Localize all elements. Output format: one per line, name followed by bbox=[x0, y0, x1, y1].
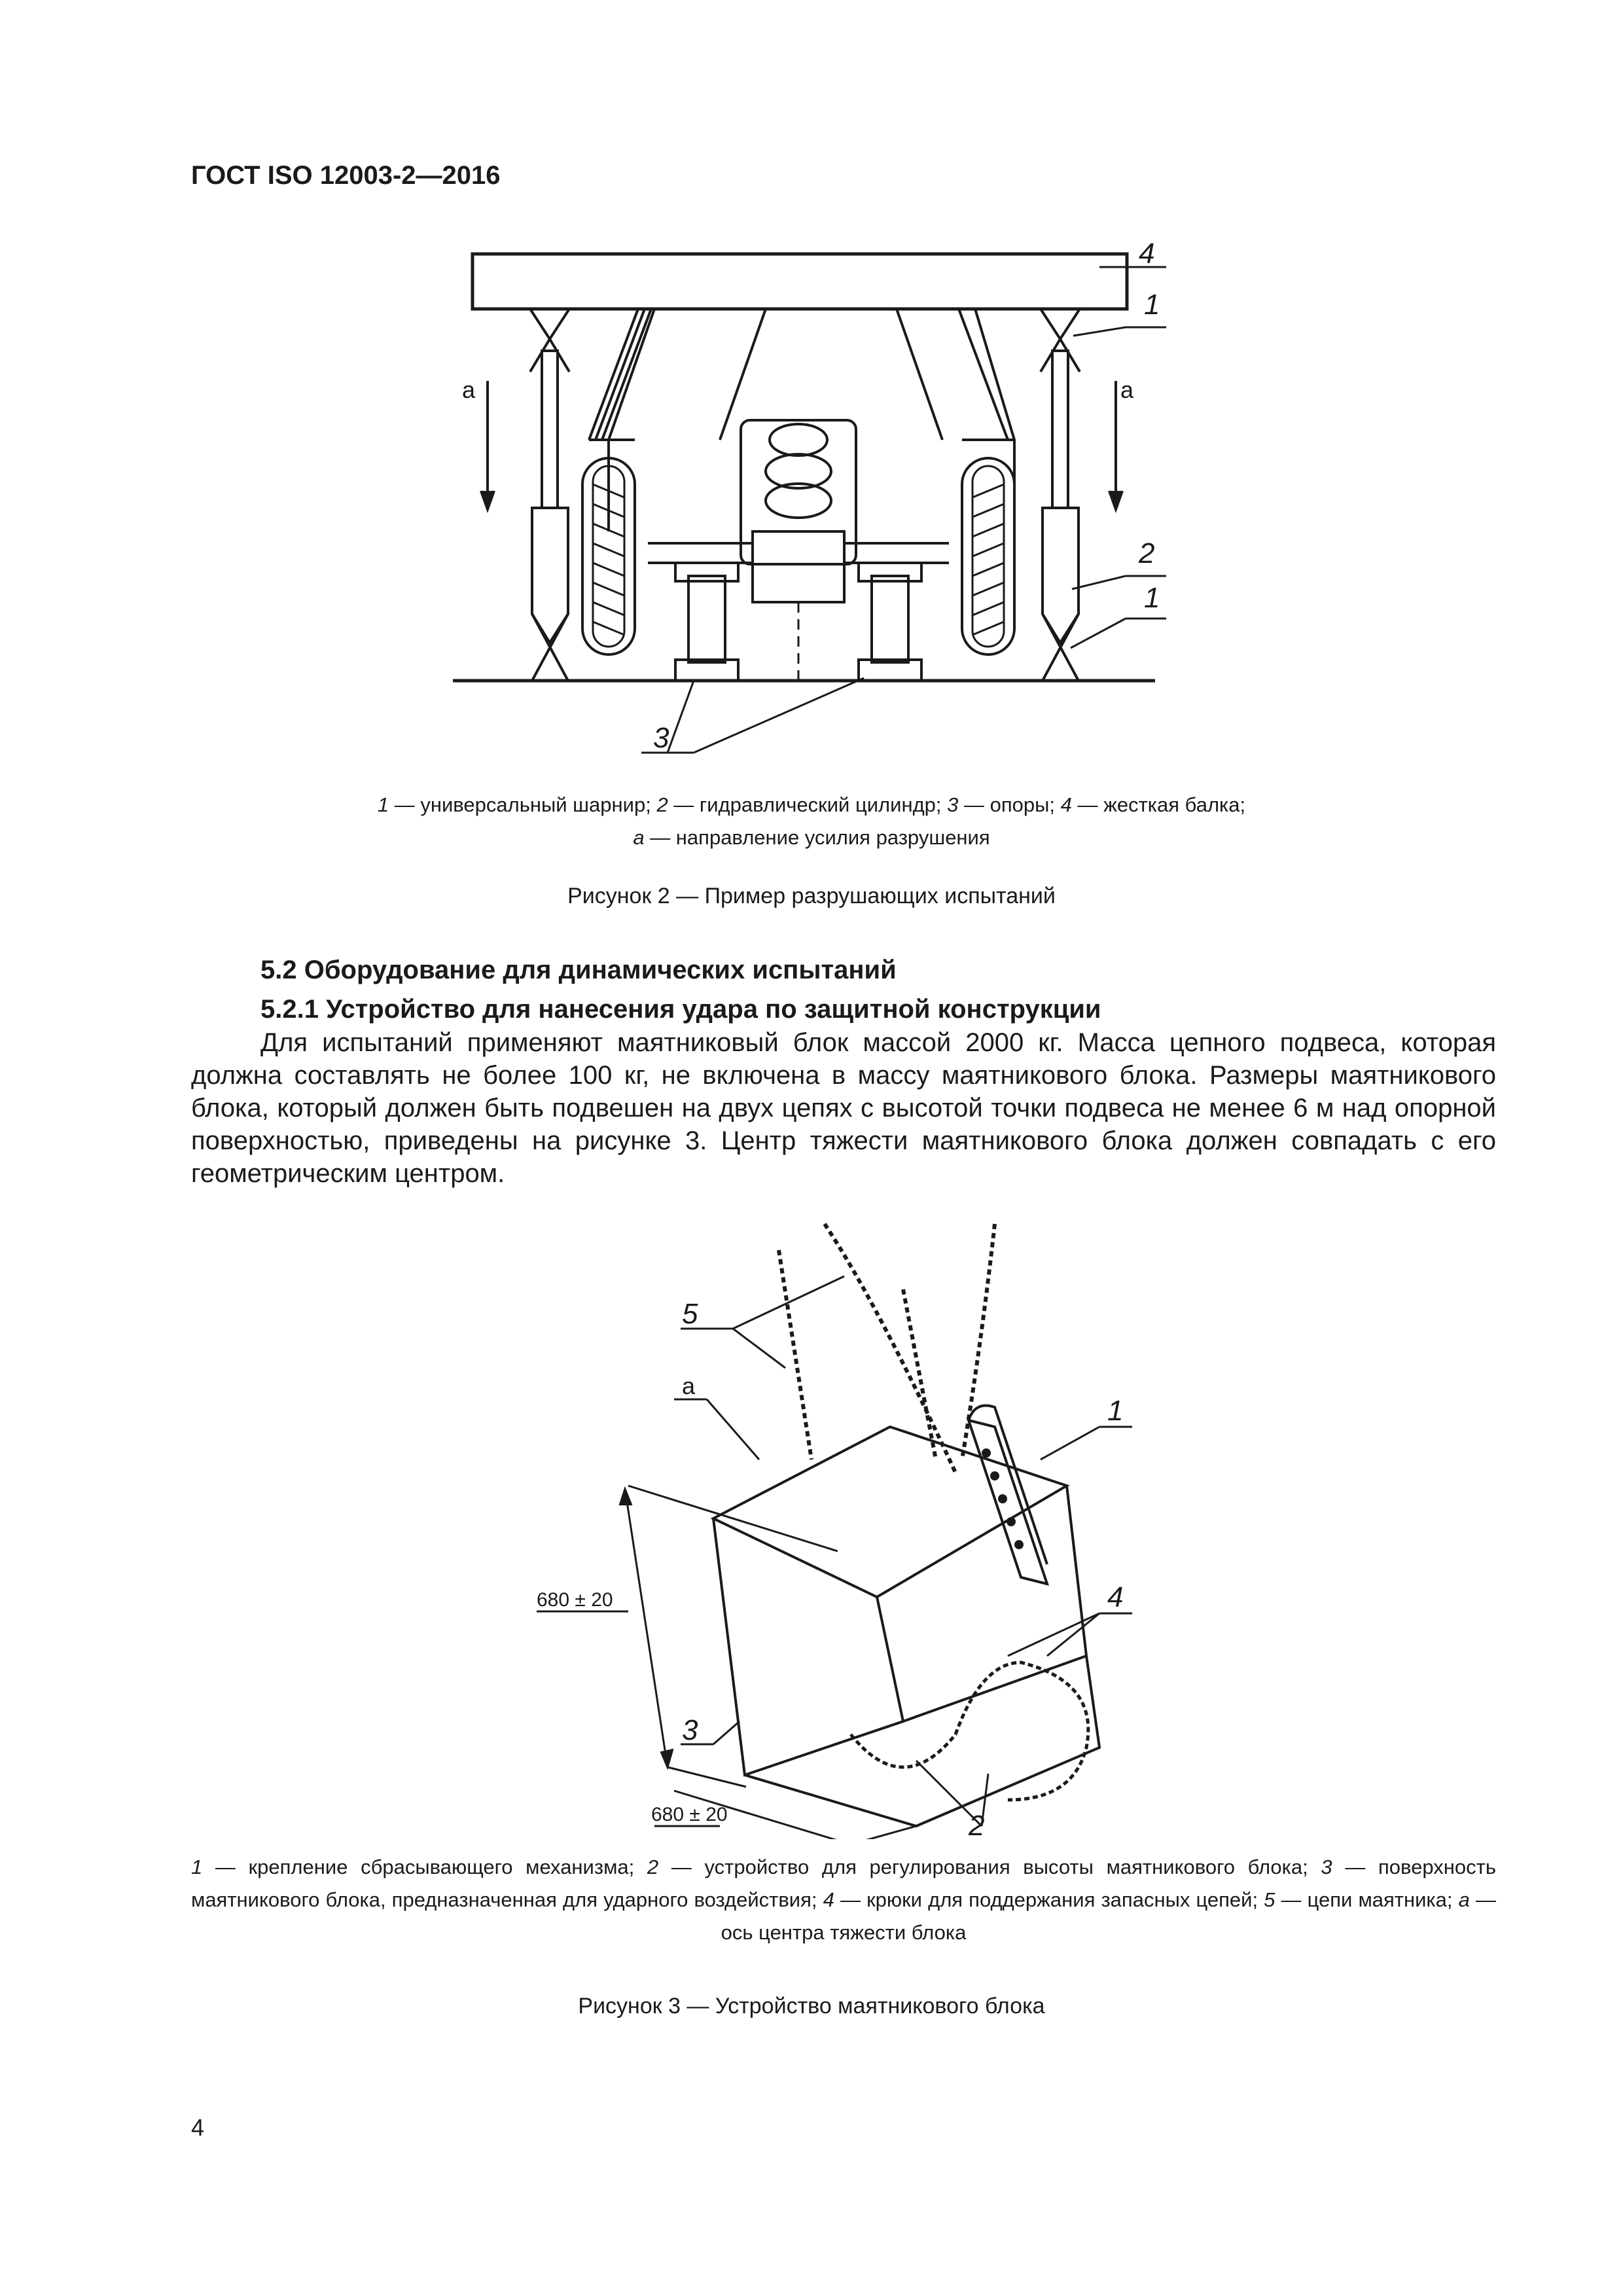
legend-text-a: — направление усилия разрушения bbox=[644, 826, 990, 849]
right-support bbox=[857, 562, 923, 682]
legend-key-2: 2 bbox=[656, 793, 668, 816]
left-wheel bbox=[581, 457, 636, 656]
fig2-callout-1-bottom: 1 bbox=[1144, 582, 1160, 614]
fig3-callout-4: 4 bbox=[1107, 1581, 1123, 1613]
legend3-key-3: 3 bbox=[1321, 1856, 1332, 1878]
legend-text-2: — гидравлический цилиндр; bbox=[668, 793, 948, 816]
legend3-key-a: a bbox=[1458, 1888, 1470, 1911]
left-support bbox=[674, 562, 740, 682]
figure-2-leaders bbox=[641, 266, 1166, 754]
legend-key-4: 4 bbox=[1060, 793, 1072, 816]
legend3-text-4: — крюки для поддержания запасных цепей; bbox=[834, 1888, 1264, 1911]
legend-key-1: 1 bbox=[377, 793, 389, 816]
dimension-height bbox=[537, 1486, 747, 1788]
figure-2-caption: Рисунок 2 — Пример разрушающих испытаний bbox=[567, 884, 1056, 908]
legend-text-3: — опоры; bbox=[958, 793, 1061, 816]
tractor-body bbox=[589, 419, 1014, 687]
fig3-callout-5: 5 bbox=[682, 1298, 698, 1330]
figure-3-legend: 1 — крепление сбрасывающего механизма; 2… bbox=[191, 1851, 1496, 1949]
legend3-key-4: 4 bbox=[823, 1888, 834, 1911]
fig3-callout-3: 3 bbox=[682, 1714, 698, 1746]
dimension-width bbox=[654, 1789, 917, 1839]
fig2-callout-2: 2 bbox=[1138, 537, 1154, 569]
section-heading-5-2: 5.2 Оборудование для динамических испыта… bbox=[260, 956, 897, 984]
release-mount bbox=[966, 1404, 1050, 1586]
figure-2-drawing: 4 1 2 1 3 a a bbox=[453, 238, 1166, 754]
legend3-text-3: — поверхность маятникового блока, предна… bbox=[191, 1856, 1497, 1911]
figure-3-caption: Рисунок 3 — Устройство маятникового блок… bbox=[578, 1994, 1045, 2018]
dimension-height-label: 680 ± 20 bbox=[537, 1589, 613, 1611]
fig2-callout-1-top: 1 bbox=[1144, 289, 1160, 321]
fig3-callout-1: 1 bbox=[1107, 1395, 1123, 1427]
figure-2-legend: 1 — универсальный шарнир; 2 — гидравличе… bbox=[249, 789, 1374, 854]
pendulum-chains bbox=[777, 1223, 997, 1474]
gravity-axis bbox=[628, 1484, 838, 1552]
legend-text-4: — жесткая балка; bbox=[1071, 793, 1246, 816]
section-heading-5-2-1: 5.2.1 Устройство для нанесения удара по … bbox=[260, 995, 1101, 1024]
fig2-callout-4: 4 bbox=[1139, 238, 1154, 270]
fig2-callout-a-left: a bbox=[462, 376, 476, 403]
right-wheel bbox=[961, 457, 1016, 656]
left-hydraulic-assembly bbox=[529, 308, 571, 681]
force-arrow-right bbox=[1108, 381, 1124, 513]
figure-3-leaders bbox=[674, 1275, 1132, 1827]
legend3-key-1: 1 bbox=[191, 1856, 203, 1878]
force-arrow-left bbox=[480, 381, 495, 513]
section-paragraph-text: Для испытаний применяют маятниковый блок… bbox=[191, 1028, 1496, 1188]
legend3-text-2: — устройство для регулирования высоты ма… bbox=[658, 1856, 1321, 1878]
legend-key-a: a bbox=[633, 826, 645, 849]
fig2-callout-a-right: a bbox=[1120, 376, 1134, 403]
right-hydraulic-assembly bbox=[1039, 308, 1081, 681]
fig3-callout-2: 2 bbox=[968, 1810, 984, 1839]
legend3-key-2: 2 bbox=[647, 1856, 659, 1878]
legend-text-1: — универсальный шарнир; bbox=[389, 793, 657, 816]
fig2-callout-3: 3 bbox=[653, 722, 669, 754]
legend-key-3: 3 bbox=[947, 793, 959, 816]
legend3-key-5: 5 bbox=[1264, 1888, 1275, 1911]
fig3-callout-a: a bbox=[682, 1372, 696, 1399]
page-number: 4 bbox=[191, 2114, 205, 2141]
legend3-text-a: — ось центра тяжести блока bbox=[721, 1888, 1496, 1944]
legend3-text-1: — крепление сбрасывающего механизма; bbox=[202, 1856, 647, 1878]
rigid-beam bbox=[471, 252, 1129, 311]
section-paragraph: Для испытаний применяют маятниковый блок… bbox=[191, 1026, 1496, 1190]
spare-chains bbox=[849, 1660, 1090, 1802]
legend3-text-5: — цепи маятника; bbox=[1275, 1888, 1459, 1911]
document-header: ГОСТ ISO 12003-2—2016 bbox=[191, 161, 501, 190]
figure-3-drawing: 5 a 1 4 3 2 680 ± 20 680 ± 20 bbox=[537, 1223, 1132, 1839]
dimension-width-label: 680 ± 20 bbox=[651, 1804, 728, 1825]
pendulum-block bbox=[710, 1425, 1101, 1828]
